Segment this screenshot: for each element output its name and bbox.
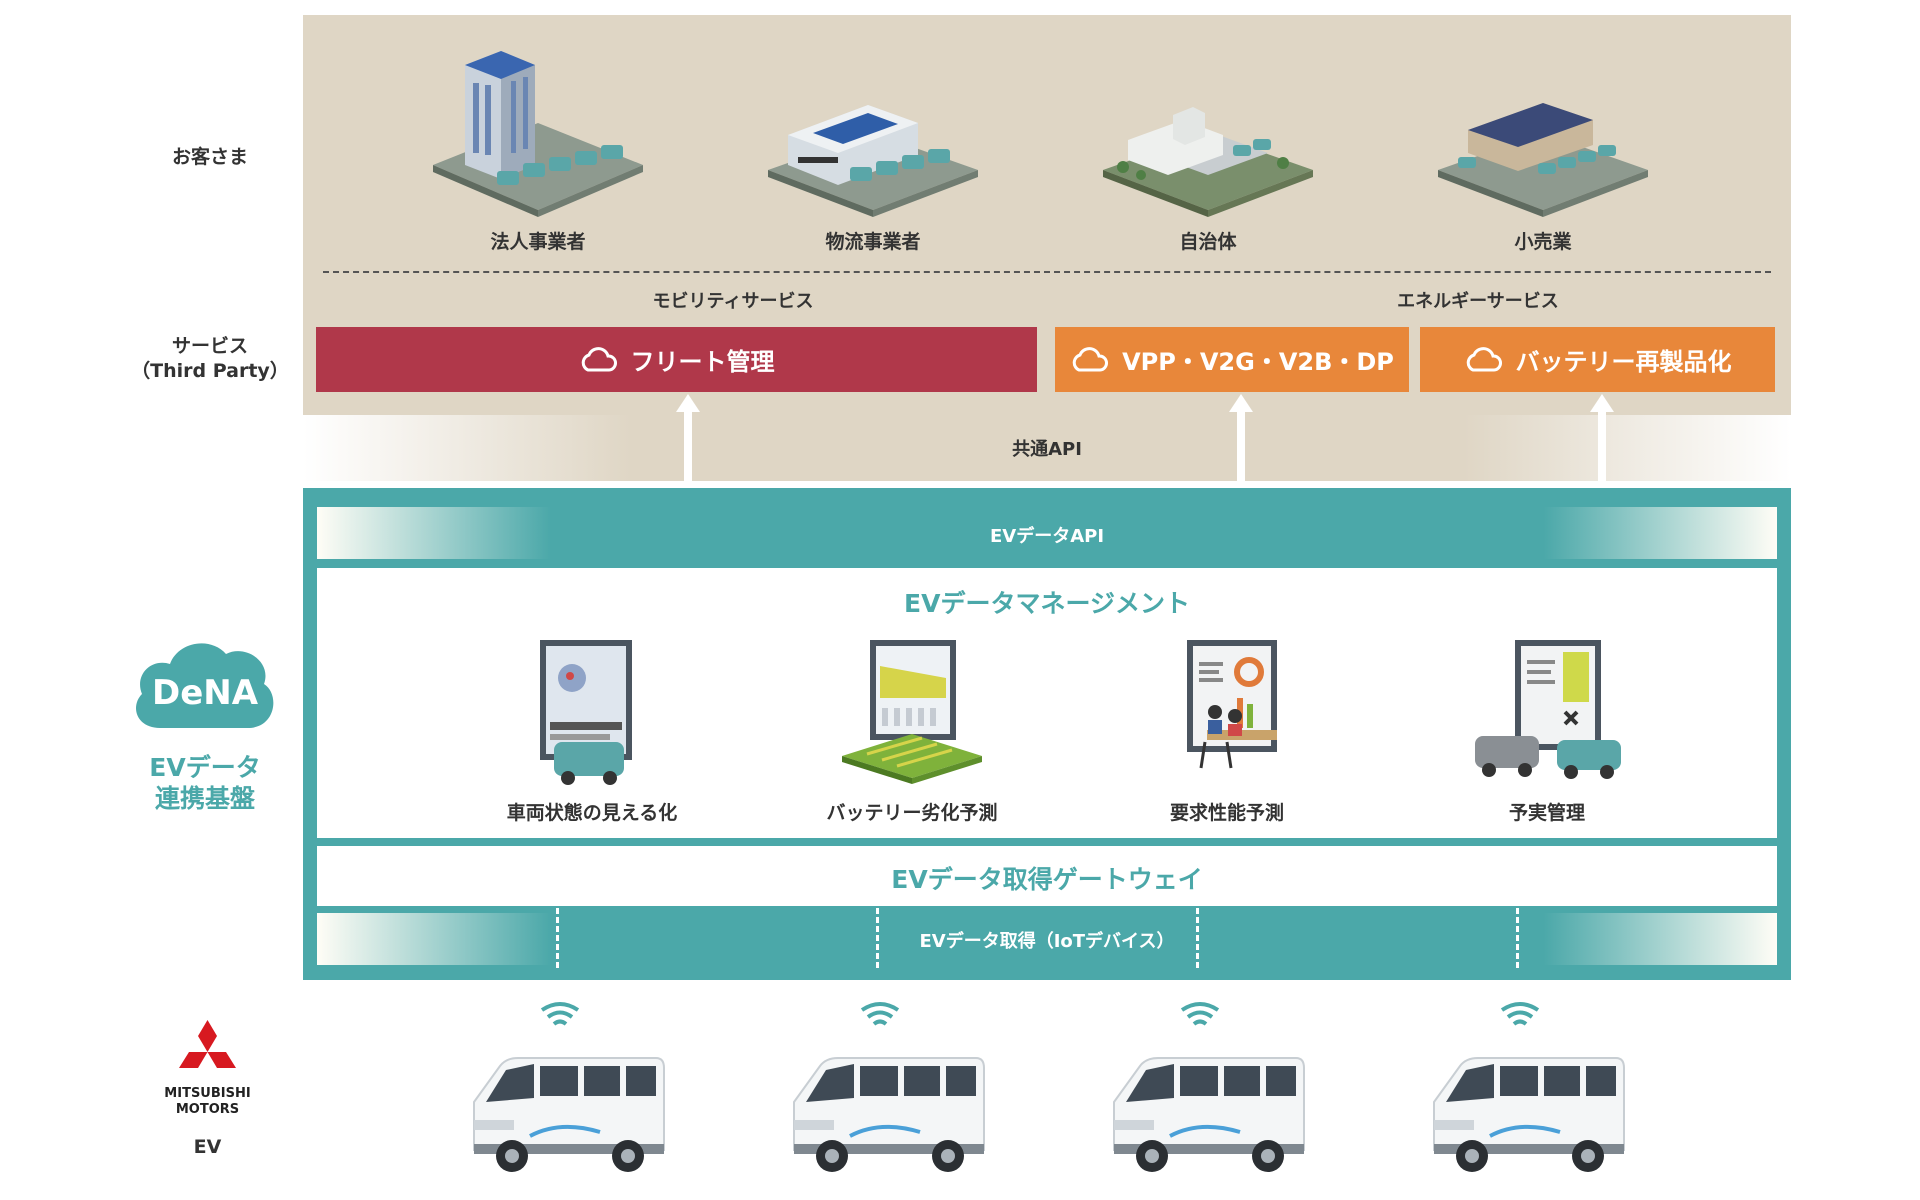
connector-line — [876, 908, 879, 968]
dena-logo-text: DeNA — [152, 673, 259, 713]
cloud-icon — [1466, 346, 1502, 371]
mobility-service-heading: モビリティサービス — [652, 291, 814, 312]
cloud-icon — [581, 346, 617, 371]
battery-degradation-chart-icon — [842, 640, 982, 784]
ev-data-management-box: EVデータマネージメント 車両状態の見える化 バッテリー劣化予測 — [317, 568, 1777, 838]
customer-service-panel: 法人事業者 物流事業者 自治体 — [303, 15, 1791, 415]
customer-label-retail: 小売業 — [1514, 231, 1572, 253]
customer-label-municipality: 自治体 — [1179, 231, 1237, 253]
customer-label-corporate: 法人事業者 — [490, 231, 586, 253]
customers-side-label: お客さま — [171, 146, 248, 168]
api-arrows — [676, 394, 1614, 510]
vehicle-status-map-icon — [540, 640, 632, 785]
connector-line — [1516, 908, 1519, 968]
performance-analysis-icon — [1187, 640, 1277, 769]
connector-line — [556, 908, 559, 968]
ev-data-gateway-box: EVデータ取得ゲートウェイ — [317, 846, 1777, 906]
platform-caption-line1: EVデータ — [149, 753, 261, 782]
connector-line — [1196, 908, 1199, 968]
ev-van-icon — [1433, 1057, 1625, 1172]
ev-data-gateway-title: EVデータ取得ゲートウェイ — [891, 865, 1203, 894]
battery-remanufacturing-service: バッテリー再製品化 — [1420, 327, 1775, 392]
wifi-signal-icon — [860, 1002, 900, 1026]
feature-label-plan-actual: 予実管理 — [1508, 802, 1585, 824]
mitsubishi-name-line1: MITSUBISHI — [164, 1086, 251, 1101]
common-api-label: 共通API — [1012, 439, 1082, 460]
vpp-v2g-label: VPP・V2G・V2B・DP — [1122, 348, 1394, 376]
ev-data-api-label: EVデータAPI — [989, 526, 1105, 547]
customer-label-logistics: 物流事業者 — [825, 231, 921, 253]
wifi-signal-icon — [1500, 1002, 1540, 1026]
energy-service-heading: エネルギーサービス — [1397, 291, 1559, 312]
municipal-building-icon — [1103, 107, 1313, 217]
feature-label-vehicle-status: 車両状態の見える化 — [506, 802, 678, 824]
common-api-band: 共通API — [303, 415, 1791, 481]
logistics-warehouse-icon — [768, 105, 978, 217]
wifi-signal-icon — [540, 1002, 580, 1026]
ev-data-platform: EVデータAPI EVデータマネージメント 車両状態の見える化 バッテリー劣化予… — [303, 488, 1791, 980]
mitsubishi-motors-name: MITSUBISHI MOTORS — [130, 1086, 285, 1117]
ev-label: EV — [193, 1136, 222, 1158]
mitsubishi-logo-icon — [179, 1020, 236, 1068]
iot-acquisition-bar: EVデータ取得（IoTデバイス） — [317, 913, 1777, 965]
battery-remanufacturing-label: バッテリー再製品化 — [1515, 348, 1732, 376]
office-building-icon — [433, 51, 643, 217]
retail-store-icon — [1438, 103, 1648, 217]
cloud-icon — [1072, 346, 1109, 371]
feature-label-battery-prediction: バッテリー劣化予測 — [826, 802, 998, 824]
ev-van-icon — [473, 1057, 665, 1172]
fleet-management-service: フリート管理 — [316, 327, 1037, 392]
ev-van-icon — [1113, 1057, 1305, 1172]
vpp-v2g-service: VPP・V2G・V2B・DP — [1055, 327, 1409, 392]
platform-caption: EVデータ 連携基盤 — [100, 752, 310, 815]
plan-actual-management-icon — [1475, 640, 1621, 779]
iot-acquisition-label: EVデータ取得（IoTデバイス） — [919, 931, 1175, 952]
ev-data-management-title: EVデータマネージメント — [904, 589, 1190, 618]
dena-logo: DeNA — [136, 643, 274, 728]
platform-caption-line2: 連携基盤 — [154, 784, 255, 814]
wifi-signal-icon — [1180, 1002, 1220, 1026]
ev-data-api-bar: EVデータAPI — [317, 507, 1777, 559]
fleet-management-label: フリート管理 — [630, 348, 775, 376]
feature-label-performance-prediction: 要求性能予測 — [1169, 802, 1284, 824]
mitsubishi-name-line2: MOTORS — [175, 1101, 240, 1117]
divider — [323, 271, 1771, 273]
ev-van-icon — [793, 1057, 985, 1172]
services-side-label: サービス （Third Party） — [131, 335, 289, 382]
